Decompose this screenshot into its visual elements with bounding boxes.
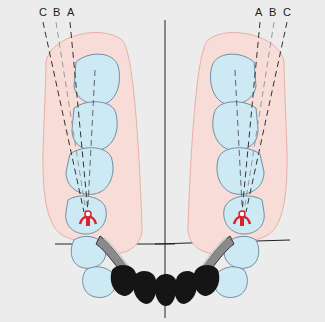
line-label: C <box>38 6 48 18</box>
midline <box>165 20 166 318</box>
line-label: C <box>282 6 292 18</box>
line-label: B <box>268 6 277 18</box>
line-label: B <box>52 6 61 18</box>
line-label: A <box>66 6 75 18</box>
anterior-teeth <box>111 265 220 306</box>
line-label: A <box>254 6 263 18</box>
